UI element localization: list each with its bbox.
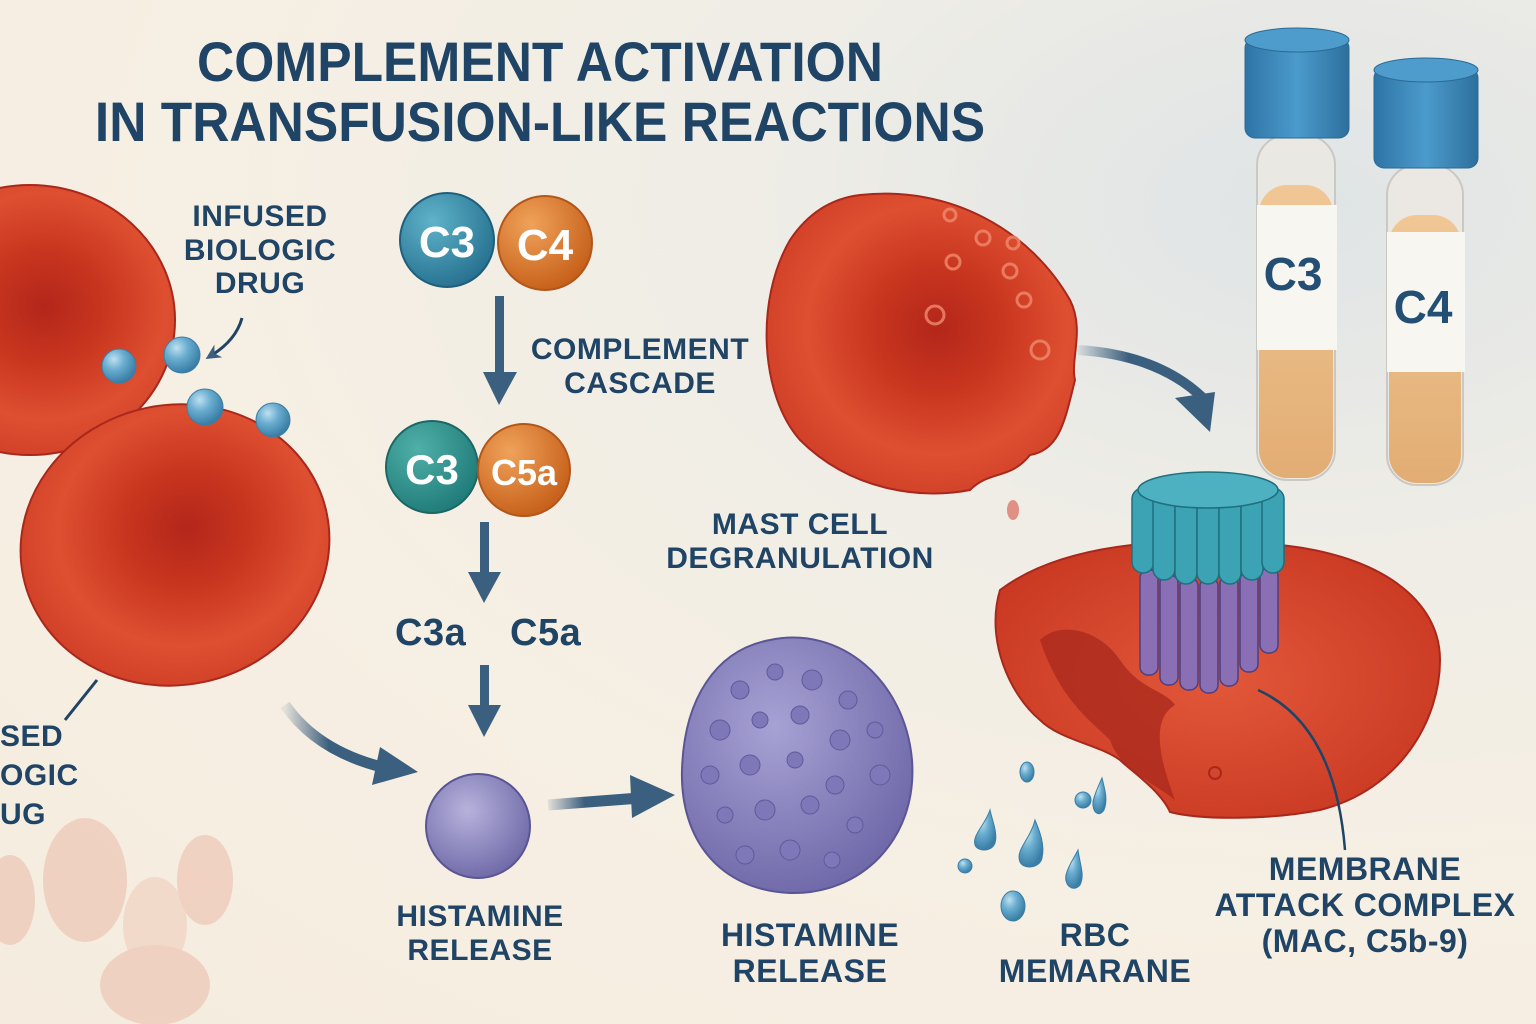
title-line-1: COMPLEMENT ACTIVATION: [197, 30, 883, 93]
membrane-attack-complex: [1131, 471, 1285, 694]
label-histamine-release-small: HISTAMINE RELEASE: [390, 900, 570, 967]
red-blood-cell-mid-left: [19, 403, 331, 687]
label-line: OGIC: [0, 759, 79, 792]
cascade-step2: C3 C5a: [385, 420, 571, 517]
flow-arrow-to-mac: [1077, 345, 1209, 404]
damaged-red-blood-cell: [765, 192, 1078, 495]
label-line: SED: [0, 720, 64, 753]
label-membrane-attack-complex: MEMBRANE ATTACK COMPLEX (MAC, C5b-9): [1205, 851, 1525, 959]
label-line: UG: [0, 798, 46, 831]
title-line-2: IN TRANSFUSION-LIKE REACTIONS: [94, 89, 986, 153]
tube-label-c3: C3: [1264, 248, 1323, 300]
cascade-step1: C3 C4: [399, 192, 593, 291]
c3-molecule: [399, 192, 495, 288]
test-tube-c3: C3: [1244, 27, 1350, 481]
label-c5a: C5a: [510, 612, 582, 654]
mac-label-pointer: [1257, 688, 1347, 851]
label-line: ATTACK COMPLEX: [1214, 886, 1516, 923]
label-line: RELEASE: [407, 933, 553, 967]
c4-label: C4: [517, 221, 574, 270]
tube-label-c4: C4: [1394, 281, 1453, 333]
label-infused-biologic-drug: INFUSED BIOLOGIC DRUG: [170, 200, 350, 301]
cascade-arrow-2: [468, 522, 501, 603]
label-line: HISTAMINE: [720, 917, 900, 953]
cascade-arrow-3: [468, 665, 501, 737]
page-title: COMPLEMENT ACTIVATION IN TRANSFUSION-LIK…: [80, 32, 1000, 152]
flow-arrowhead: [1175, 392, 1215, 432]
mast-cell: [680, 636, 914, 895]
label-line: RBC: [1059, 917, 1131, 953]
flow-arrow-to-mast-cell: [547, 792, 641, 811]
c5a-molecule: [477, 423, 571, 517]
test-tube-c4: C4: [1373, 57, 1479, 486]
flow-arrowhead: [630, 775, 675, 818]
c5a-label: C5a: [491, 452, 558, 493]
label-line: MAST CELL: [711, 508, 889, 541]
label-line: HISTAMINE: [396, 900, 564, 933]
faded-rbc-background: [0, 818, 233, 1024]
label-line: RELEASE: [732, 952, 888, 989]
drug-particles: [101, 336, 291, 438]
label-mast-cell-degranulation: MAST CELL DEGRANULATION: [655, 508, 945, 575]
label-line: MEMBRANE: [1268, 851, 1462, 887]
label-complement-cascade: COMPLEMENT CASCADE: [525, 333, 755, 400]
c3-label: C3: [405, 446, 459, 493]
label-infused-drug-partial: SED OGIC UG: [0, 717, 79, 834]
blood-drop: [1007, 500, 1019, 520]
label-line: MEMARANE: [998, 952, 1192, 989]
red-blood-cell-top-left: [0, 184, 176, 456]
c4-molecule: [497, 195, 593, 291]
label-histamine-release-large: HISTAMINE RELEASE: [705, 917, 915, 990]
label-line: DRUG: [214, 267, 306, 301]
partial-label-pointer: [63, 679, 99, 721]
label-line: COMPLEMENT: [530, 333, 750, 366]
label-line: BIOLOGIC: [183, 233, 337, 267]
flow-arrowhead: [372, 747, 418, 785]
drug-pointer-arrow: [205, 317, 244, 359]
label-c3a: C3a: [395, 612, 467, 654]
label-line: DEGRANULATION: [666, 541, 934, 575]
label-line: INFUSED: [192, 200, 328, 233]
c3-label: C3: [419, 218, 475, 267]
label-line: (MAC, C5b-9): [1261, 922, 1469, 959]
small-granulocyte: [425, 773, 531, 879]
label-rbc-membrane: RBC MEMARANE: [990, 917, 1200, 990]
label-line: CASCADE: [564, 366, 716, 400]
cascade-arrow-1: [483, 296, 517, 405]
leaked-droplets: [957, 761, 1107, 922]
